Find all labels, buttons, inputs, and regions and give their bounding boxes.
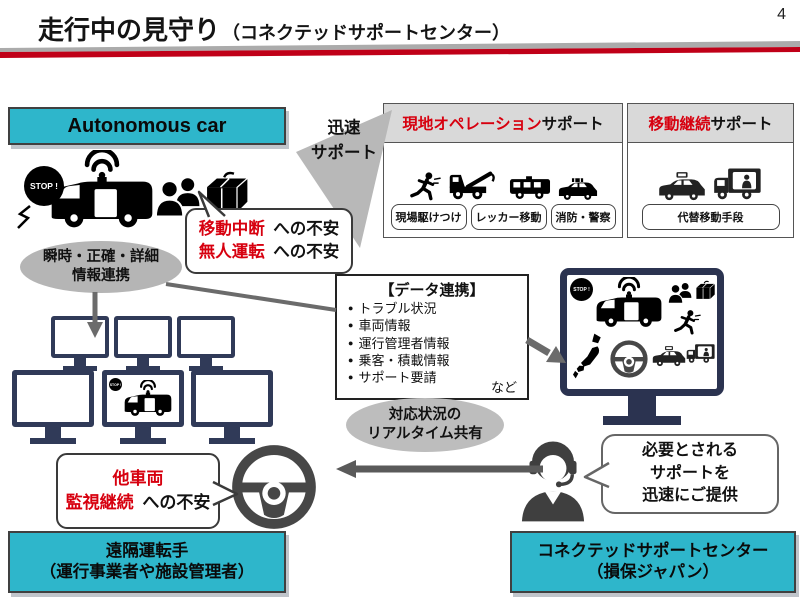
support-item-label: 消防・警察 xyxy=(550,204,616,230)
monitor-large xyxy=(191,370,273,444)
provide-bubble-line3: 迅速にご提供 xyxy=(642,487,738,505)
bubble-tail-icon xyxy=(583,461,610,489)
provide-bubble-line2: サポートを xyxy=(649,464,730,482)
mobility-continuation-support-box: 移動継続 サポート 代替移動手段 xyxy=(627,103,794,238)
onsite-support-labels: 現場駆けつけ レッカー移動 消防・警察 xyxy=(384,204,622,230)
monitor-small xyxy=(51,316,109,371)
mobility-support-title-black: サポート xyxy=(710,116,773,133)
monitored-van-icon xyxy=(593,277,665,330)
monitored-van-icon xyxy=(122,380,174,418)
onsite-operation-support-box: 現地オペレーション サポート 現場駆けつけ レッカー移動 消防・警察 xyxy=(383,103,623,238)
remote-driver-line2: （運行事業者や施設管理者） xyxy=(39,563,255,581)
replacement-truck-icon xyxy=(713,165,763,201)
quick-support-line1: 迅速 xyxy=(327,119,361,137)
stop-bubble-label: STOP ! xyxy=(29,181,59,191)
onsite-support-title-black: サポート xyxy=(541,116,604,133)
data-link-item: 運行管理者情報 xyxy=(337,335,527,352)
info-link-ellipse: 瞬時・正確・詳細 情報連携 xyxy=(20,241,182,293)
monitor-large xyxy=(12,370,94,444)
info-ellipse-line2: 情報連携 xyxy=(72,268,130,284)
steering-wheel-icon xyxy=(609,339,649,379)
slide-title: 走行中の見守り （コネクテッドサポートセンター） xyxy=(38,10,510,47)
remote-driver-box: 遠隔運転手 （運行事業者や施設管理者） xyxy=(8,531,286,593)
tow-truck-icon xyxy=(448,164,502,201)
data-link-item: 車両情報 xyxy=(337,317,527,334)
remote-driver-line1: 遠隔運転手 xyxy=(105,541,189,560)
anxiety-top-line1-red: 移動中断 xyxy=(198,219,265,238)
monitor-small xyxy=(114,316,172,371)
autonomous-car-label: Autonomous car xyxy=(67,115,227,137)
support-item-label: 現場駆けつけ xyxy=(390,204,467,230)
realtime-share-ellipse: 対応状況の リアルタイム共有 xyxy=(346,398,504,452)
stop-bubble-icon: STOP ! xyxy=(570,278,593,301)
mobility-support-labels: 代替移動手段 xyxy=(628,204,793,230)
bubble-tail-icon xyxy=(212,480,239,507)
data-link-etc: など xyxy=(490,380,517,395)
monitor-large-with-van: STOP ! xyxy=(102,370,184,444)
passengers-icon xyxy=(667,282,693,304)
mobility-support-title-red: 移動継続 xyxy=(648,116,711,133)
page-subtitle: （コネクテッドサポートセンター） xyxy=(222,23,511,43)
fire-truck-icon xyxy=(509,172,551,201)
support-center-box: コネクテッドサポートセンター （損保ジャパン） xyxy=(510,531,796,593)
data-link-item: 乗客・積載情報 xyxy=(337,352,527,369)
stop-bubble-tail-icon xyxy=(17,205,31,229)
mobility-support-title: 移動継続 サポート xyxy=(628,104,793,143)
data-link-box: 【データ連携】 トラブル状況 車両情報 運行管理者情報 乗客・積載情報 サポート… xyxy=(335,274,529,400)
onsite-support-title: 現地オペレーション サポート xyxy=(384,104,622,143)
quick-support-line2: サポート xyxy=(311,143,377,162)
data-link-title: 【データ連携】 xyxy=(379,282,485,299)
info-ellipse-line1: 瞬時・正確・詳細 xyxy=(43,249,159,266)
realtime-ellipse-line2: リアルタイム共有 xyxy=(367,426,483,442)
page-number: 4 xyxy=(777,6,786,23)
anxiety-top-line1-black: への不安 xyxy=(273,219,340,238)
onsite-support-title-red: 現地オペレーション xyxy=(402,116,542,133)
header-divider xyxy=(0,41,800,58)
replacement-truck-icon xyxy=(686,341,716,365)
provide-support-bubble: 必要とされる サポートを 迅速にご提供 xyxy=(583,434,779,514)
package-icon xyxy=(694,280,716,300)
autonomous-car-label-box: Autonomous car xyxy=(8,107,286,145)
data-link-item: サポート要請 xyxy=(337,369,527,386)
stop-bubble-icon: STOP ! xyxy=(24,166,64,206)
onsite-support-icons xyxy=(384,143,622,201)
running-person-icon xyxy=(409,171,441,201)
support-center-line1: コネクテッドサポートセンター xyxy=(537,541,769,560)
anxiety-bubble-bottom: 他車両 監視継続 への不安 xyxy=(56,453,239,529)
anxiety-bottom-line2-black: への不安 xyxy=(142,493,211,512)
japan-map-icon xyxy=(573,329,605,383)
page-title: 走行中の見守り xyxy=(38,15,221,45)
anxiety-bubble-top: 移動中断 への不安 無人運転 への不安 xyxy=(185,190,353,274)
mobility-support-icons xyxy=(628,143,793,201)
support-center-line2: （損保ジャパン） xyxy=(587,563,719,581)
taxi-icon xyxy=(652,345,686,367)
anxiety-bottom-line1-red: 他車両 xyxy=(112,469,164,489)
support-center-monitor: STOP ! xyxy=(560,268,724,425)
data-link-item: トラブル状況 xyxy=(337,300,527,317)
running-person-icon xyxy=(673,309,701,335)
monitor-small xyxy=(177,316,235,371)
quick-support-label: 迅速 サポート xyxy=(298,116,390,166)
quick-support-arrow-icon xyxy=(296,110,392,248)
taxi-icon xyxy=(658,171,706,201)
support-item-label: 代替移動手段 xyxy=(641,204,780,230)
anxiety-top-line2-red: 無人運転 xyxy=(198,243,265,261)
police-car-icon xyxy=(558,176,598,201)
provide-bubble-line1: 必要とされる xyxy=(641,442,738,460)
steering-wheel-icon xyxy=(229,442,319,532)
bubble-tail-icon xyxy=(197,190,226,218)
anxiety-top-line2-black: への不安 xyxy=(273,243,340,261)
realtime-ellipse-line1: 対応状況の xyxy=(388,407,462,424)
stop-bubble-icon: STOP ! xyxy=(109,378,122,391)
anxiety-bottom-line2-red: 監視継続 xyxy=(65,493,134,512)
support-item-label: レッカー移動 xyxy=(470,204,547,230)
